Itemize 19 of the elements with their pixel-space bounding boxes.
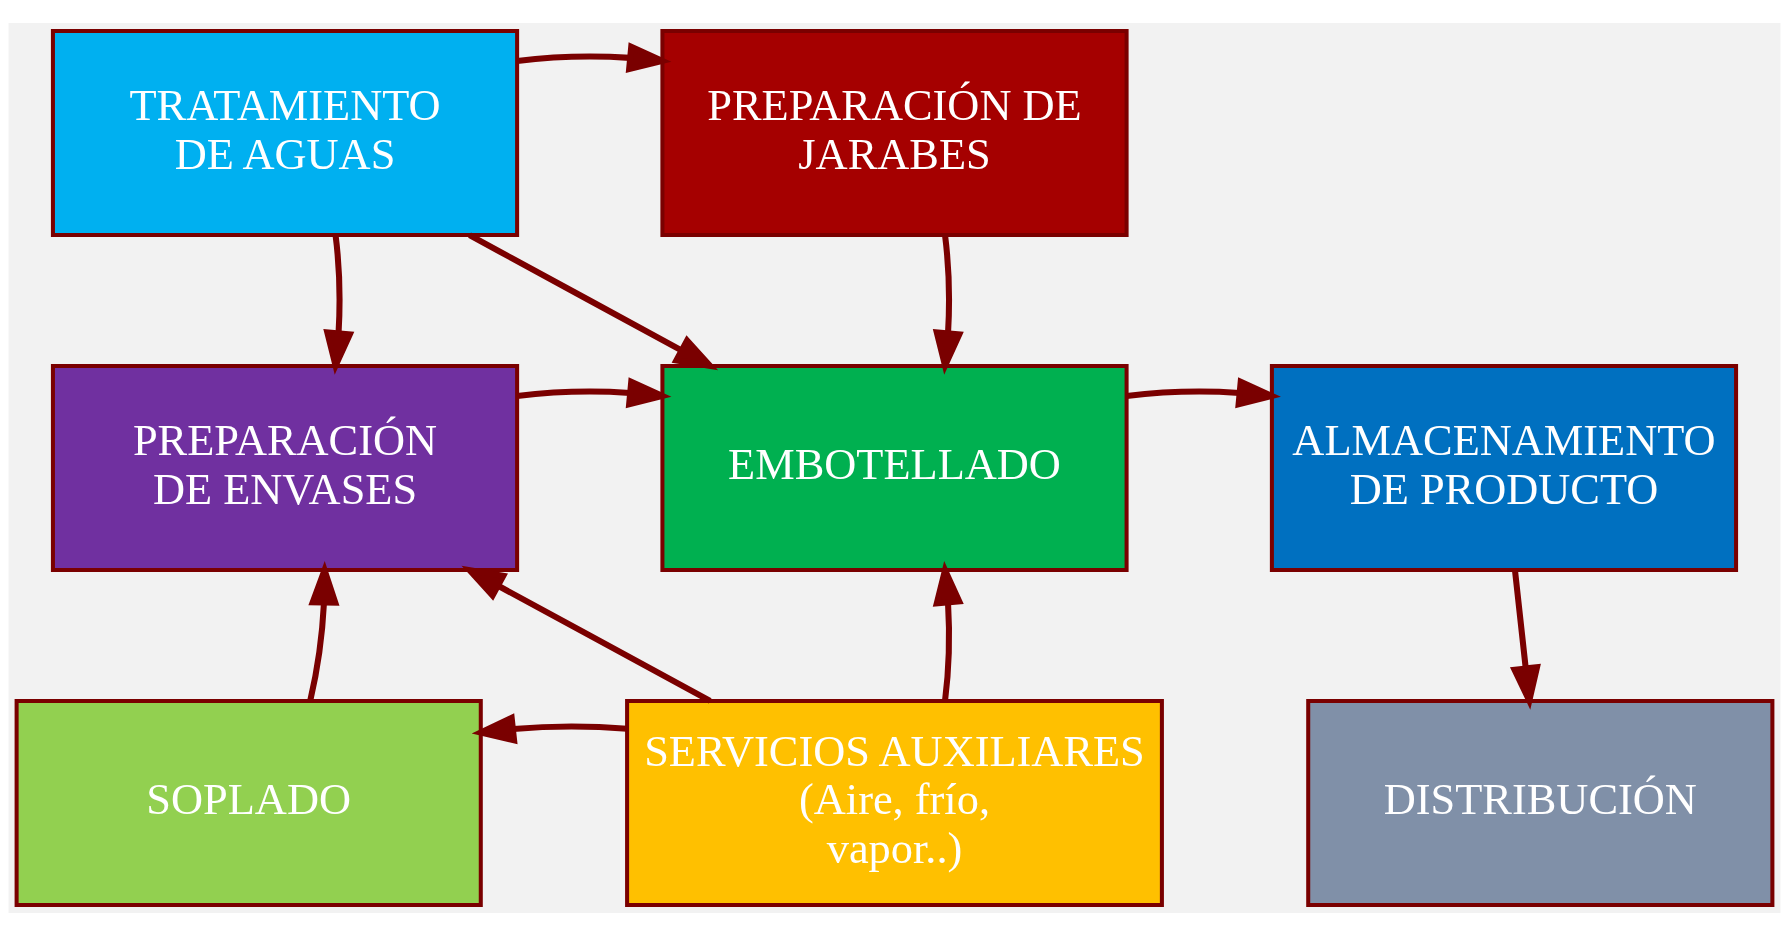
node-box: TRATAMIENTO DE AGUAS	[50, 29, 520, 237]
arrow	[516, 42, 672, 74]
arrow	[471, 713, 628, 745]
arrow	[1126, 377, 1281, 409]
arrow	[516, 377, 672, 409]
arrow	[307, 561, 340, 702]
arrow	[932, 561, 964, 701]
node-box: SOPLADO	[14, 699, 483, 907]
node-box: ALMACENAMIENTO DE PRODUCTO	[1269, 364, 1739, 572]
node-box: PREPARACIÓN DE JARABES	[660, 29, 1129, 237]
node-box: PREPARACIÓN DE ENVASES	[50, 364, 520, 572]
arrow	[323, 234, 355, 375]
arrow	[932, 234, 964, 375]
node-box: SERVICIOS AUXILIARES (Aire, frío, vapor..)	[625, 699, 1164, 907]
arrow	[461, 565, 712, 704]
arrow	[1509, 569, 1541, 710]
node-box: DISTRIBUCIÓN	[1306, 699, 1775, 907]
node-box: EMBOTELLADO	[660, 364, 1129, 572]
arrow	[468, 232, 719, 371]
